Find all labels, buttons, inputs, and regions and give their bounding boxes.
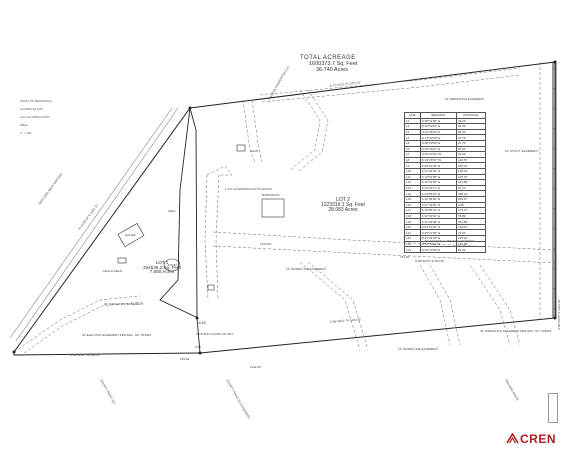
lot-lines: [159, 107, 201, 354]
shop-outline: [236, 144, 246, 152]
label-house: HOUSE: [125, 233, 136, 237]
lot2-name: LOT 2: [336, 197, 350, 203]
cren-logo-text: CREN: [520, 431, 557, 446]
table-cell: N 38°11'06" E: [419, 117, 457, 125]
access-easement: [13, 62, 556, 357]
label-irrigation-bottom-right: 40' IRRIGATION EASEMENT PER REC. NO. 553…: [480, 329, 552, 333]
lot2-acres: 28.083 Acres: [328, 207, 358, 213]
house-outline: [117, 223, 145, 247]
label-leach: LEACH FIELD: [103, 269, 123, 273]
total-acreage-title: TOTAL ACREAGE: [300, 55, 356, 61]
table-cell: N 46°19'35" E: [419, 246, 457, 253]
header-cell: DISTANCE: [455, 112, 487, 119]
dist-e: 743.26': [400, 255, 410, 259]
legend: POINT OF BEGINNING ALUMINUM CAP CALCULAT…: [20, 100, 52, 140]
dist-d: 1192.09': [250, 365, 262, 369]
cren-mark-icon: [506, 433, 519, 444]
label-adjoining-bottom-right: RICHARD WHITE: [504, 379, 520, 402]
label-nothing-found: NOTHING FOUND OR SET: [196, 332, 234, 336]
dist-a: 159.92': [180, 357, 190, 361]
label-quarter: 1/16: [198, 320, 207, 325]
header-cell: BEARING: [419, 112, 457, 119]
label-pond: POND: [168, 263, 178, 267]
label-adjoining-bottom-mid: COUNTY ROAD 222 EASEMENT: [225, 379, 251, 420]
dist-b: 6.54': [195, 345, 202, 349]
line-table-header: LINE BEARING DISTANCE: [404, 112, 487, 119]
small-stall-outline: [117, 257, 127, 264]
label-county-road: COUNTY ROAD 222: [99, 379, 117, 405]
legend-item: POINT OF BEGINNING: [20, 99, 52, 103]
lot1-name: LOT 1: [155, 260, 169, 265]
lot1-acres: 7.680 Acres: [149, 269, 175, 275]
dist-c: 1324.26': [260, 242, 272, 246]
cren-logo: CREN: [506, 431, 557, 446]
lot2-sqft: 1223319.1 Sq. Feet: [321, 202, 365, 208]
county-road: [9, 107, 179, 342]
label-barn: BARN/SHOP: [262, 193, 280, 197]
recording-stamp: [548, 393, 558, 423]
label-adjoining-left: REED AND MARY WATSON: [38, 172, 64, 205]
stall-outline: [207, 284, 215, 291]
lot1-label: LOT 1 334535.2 Sq. Feet 7.680 Acres: [143, 260, 181, 275]
monuments: [12, 60, 557, 355]
label-water: 15' WATER LINE EASEMENT: [286, 267, 326, 271]
label-utility-right: 15' UTILITY EASEMENT: [505, 149, 538, 153]
bearing-road: N 89°49'22" E 560.90': [415, 259, 445, 263]
barn-shop-outline: [261, 198, 285, 218]
lot2-label: LOT 2 1223319.1 Sq. Feet 28.083 Acres: [321, 198, 365, 213]
table-cell: 81.31': [455, 246, 487, 253]
label-well: WELL: [168, 209, 177, 213]
table-cell: 43.10': [455, 117, 487, 125]
pond-outline: [163, 258, 181, 272]
legend-item: 1" = 150': [20, 131, 32, 135]
total-acreage-sqft: 1600373.7 Sq. Feet: [309, 61, 358, 67]
lot1-sqft: 334535.2 Sq. Feet: [143, 264, 181, 270]
label-electric: 20' ELECTRIC EASEMENT PER REC. NO. 55356…: [82, 333, 151, 337]
label-irrigation-top: 20' IRRIGATION EASEMENT: [445, 97, 485, 101]
legend-item: WELL: [20, 123, 29, 127]
label-cap: 1-1/2" ALUMINUM CAP PLS20139: [225, 187, 272, 191]
label-adjoining-top: PAGOSA PROPERTIES LLC: [267, 64, 290, 100]
label-water-bottom: 15' WATER LINE EASEMENT: [398, 347, 438, 351]
label-irrigation-left: 40' IRRIGATION EASEMENT: [104, 302, 144, 306]
legend-item: CALCULATED POINT: [20, 115, 50, 119]
table-cell: L24: [404, 246, 421, 253]
structures: [117, 144, 285, 291]
bearing-bottom-left: S 89°49'22" W 468.35': [70, 353, 100, 357]
bearing-bottom-mid: S 89°49'22" W 1190.56': [330, 317, 362, 324]
legend-item: ALUMINUM CAP: [20, 107, 44, 111]
bearing-top: N 75°50'21" E 1325.01': [330, 80, 362, 88]
total-acreage-acres: 36.740 Acres: [316, 67, 349, 73]
bearing-right: S 00°06'05" E 1301.28': [557, 299, 561, 330]
label-shop: SHOP: [250, 149, 259, 153]
